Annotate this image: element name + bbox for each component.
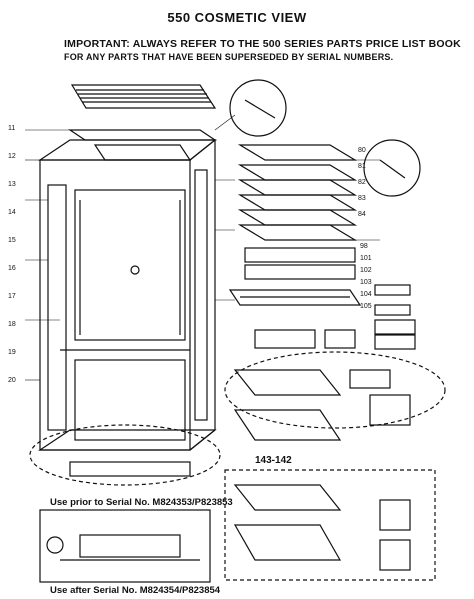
figure-number: 143-142 [255, 455, 292, 466]
callout-label-crisper-3: 103 [360, 279, 372, 286]
caption-prior-serial: Use prior to Serial No. M824353/P823853 [50, 497, 233, 508]
diagram-title: 550 COSMETIC VIEW [167, 10, 307, 25]
callout-label-side-3: 14 [8, 209, 16, 216]
lower-basket-assembly [224, 351, 446, 441]
callout-leaders [25, 114, 380, 381]
callout-label-shelves-0: 80 [358, 147, 366, 154]
callout-label-side-9: 20 [8, 377, 16, 384]
crisper-drawers [228, 247, 362, 349]
callout-label-side-4: 15 [8, 237, 16, 244]
callout-label-crisper-2: 102 [360, 267, 372, 274]
callout-label-side-8: 19 [8, 349, 16, 356]
inset-detail-prior [39, 509, 211, 583]
callout-label-crisper-0: 98 [360, 243, 368, 250]
callout-label-side-7: 18 [8, 321, 16, 328]
callout-label-side-2: 13 [8, 181, 16, 188]
callout-label-crisper-1: 101 [360, 255, 372, 262]
hinge-detail-top [229, 79, 287, 137]
callout-label-shelves-1: 81 [358, 163, 366, 170]
important-notice-line-1: IMPORTANT: ALWAYS REFER TO THE 500 SERIE… [64, 38, 461, 50]
cabinet-body [38, 139, 217, 451]
callout-label-crisper-5: 105 [360, 303, 372, 310]
caption-after-serial: Use after Serial No. M824354/P823854 [50, 585, 221, 596]
door-bins [374, 284, 416, 350]
bottom-basket-assembly [224, 469, 436, 581]
callout-label-side-6: 17 [8, 293, 16, 300]
base-kickplate [29, 424, 221, 486]
callout-label-side-5: 16 [8, 265, 16, 272]
callout-label-shelves-3: 83 [358, 195, 366, 202]
callout-label-side-0: 11 [8, 125, 15, 132]
callout-label-shelves-2: 82 [358, 179, 366, 186]
glass-shelves [237, 144, 358, 241]
top-grille [70, 84, 217, 109]
callout-label-shelves-4: 84 [358, 211, 366, 218]
hinge-detail-right [363, 139, 421, 197]
callout-label-crisper-4: 104 [360, 291, 372, 298]
important-notice-line-2: FOR ANY PARTS THAT HAVE BEEN SUPERSEDED … [64, 52, 394, 62]
upper-frame [68, 129, 217, 161]
callout-label-side-1: 12 [8, 153, 16, 160]
